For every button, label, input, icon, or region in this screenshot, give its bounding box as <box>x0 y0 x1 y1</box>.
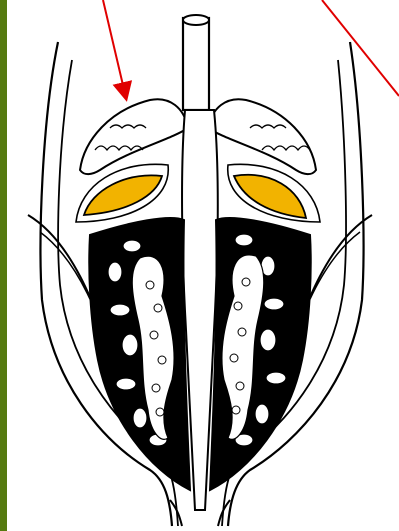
pointer-arrow-left <box>103 0 126 98</box>
yellow-gland-left <box>84 175 162 215</box>
upper-lobe-right <box>208 99 316 174</box>
pointer-arrow-right <box>322 0 399 96</box>
stalk-top <box>183 15 209 25</box>
central-stalk <box>183 18 209 110</box>
upper-lobe-left <box>80 99 188 174</box>
